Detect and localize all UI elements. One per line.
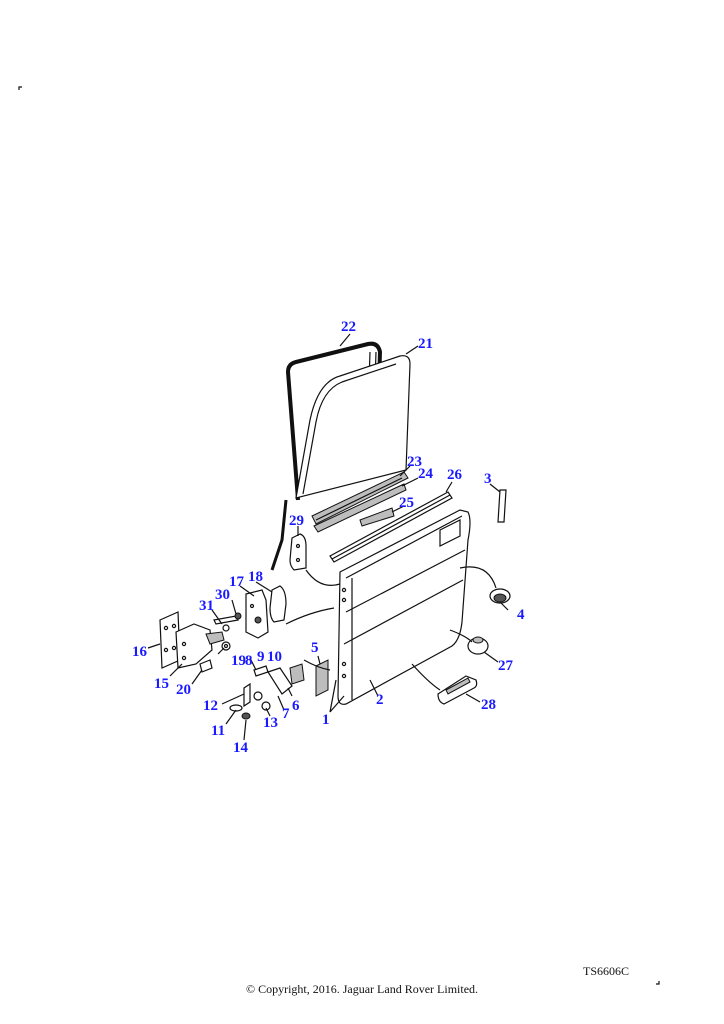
callout-6: 6 <box>292 698 300 714</box>
callout-7: 7 <box>282 706 290 722</box>
callout-10: 10 <box>267 649 282 665</box>
callout-25: 25 <box>399 495 414 511</box>
lower-hinge <box>175 623 225 669</box>
callout-26: 26 <box>447 467 463 483</box>
corner-mark <box>18 86 22 90</box>
door-pad <box>315 659 329 697</box>
callout-13: 13 <box>263 715 278 731</box>
callout-20: 20 <box>176 682 191 698</box>
callout-14: 14 <box>233 740 249 756</box>
door-handle <box>411 663 478 705</box>
hinge-body <box>245 589 269 639</box>
callout-16: 16 <box>132 644 148 660</box>
small-channel <box>359 507 395 527</box>
callout-5: 5 <box>311 640 319 656</box>
bolts <box>213 612 242 632</box>
callout-labels: 1 2 3 4 5 6 7 8 9 10 11 12 13 14 15 16 1… <box>132 319 525 756</box>
waist-strip <box>329 491 453 563</box>
callout-29: 29 <box>289 513 304 529</box>
callout-2: 2 <box>376 692 384 708</box>
callout-31: 31 <box>199 598 214 614</box>
glass-channel-strips <box>311 471 409 533</box>
callout-30: 30 <box>215 587 230 603</box>
callout-27: 27 <box>498 658 514 674</box>
check-bracket <box>289 533 307 571</box>
corner-mark <box>656 981 660 985</box>
callout-9: 9 <box>257 649 265 665</box>
leader-lines <box>147 333 509 741</box>
bump-stop <box>449 629 489 655</box>
check-strap-assembly <box>243 663 305 711</box>
callout-11: 11 <box>211 723 225 739</box>
callout-22: 22 <box>341 319 356 335</box>
callout-3: 3 <box>484 471 492 487</box>
callout-21: 21 <box>418 336 433 352</box>
callout-1: 1 <box>322 712 330 728</box>
callout-18: 18 <box>248 569 263 585</box>
callout-19: 19 <box>231 653 246 669</box>
vertical-strip <box>497 489 507 523</box>
hinge-plate <box>269 585 287 623</box>
hinge-bolt <box>199 659 213 673</box>
callout-12: 12 <box>203 698 218 714</box>
callout-4: 4 <box>517 607 525 623</box>
washers <box>229 704 251 720</box>
callout-24: 24 <box>418 466 434 482</box>
door-shell <box>337 509 471 705</box>
callout-17: 17 <box>229 574 245 590</box>
callout-15: 15 <box>154 676 169 692</box>
reference-code: TS6606C <box>583 964 630 978</box>
door-glass <box>295 355 411 499</box>
grommet <box>459 566 511 604</box>
callout-23: 23 <box>407 454 422 470</box>
callout-8: 8 <box>245 653 253 669</box>
copyright-notice: © Copyright, 2016. Jaguar Land Rover Lim… <box>245 982 479 996</box>
callout-28: 28 <box>481 697 496 713</box>
